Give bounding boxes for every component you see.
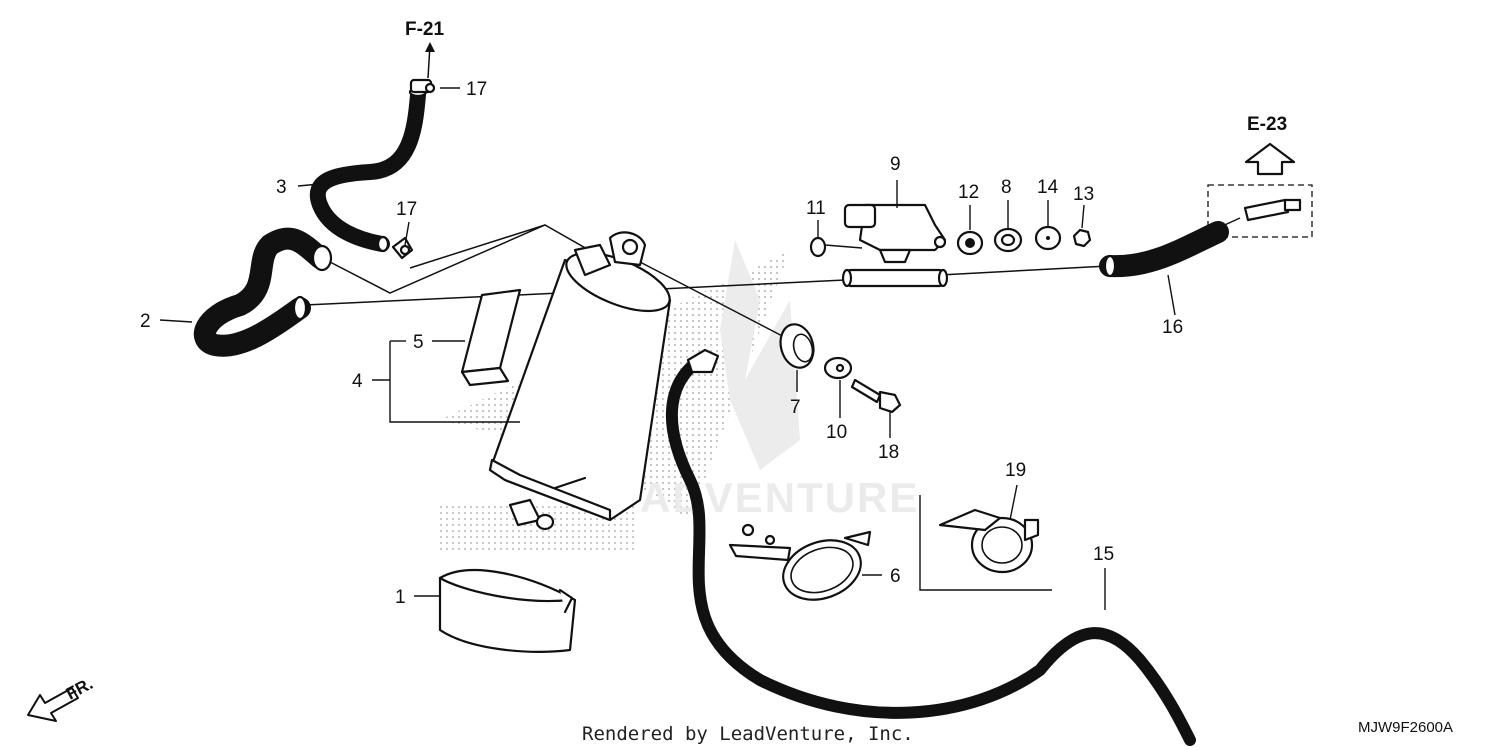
callout-18: 18 xyxy=(878,442,899,463)
callout-7: 7 xyxy=(790,397,801,418)
tube-15 xyxy=(665,348,1196,746)
front-arrow: FR. xyxy=(27,674,96,722)
bolt-18 xyxy=(850,378,902,414)
hose-2 xyxy=(193,227,333,357)
washer-8 xyxy=(993,227,1023,253)
clamp-6 xyxy=(728,523,872,601)
fitting-e23 xyxy=(1243,198,1302,222)
callout-11: 11 xyxy=(806,198,826,219)
nut-13 xyxy=(1072,228,1092,248)
callout-10: 10 xyxy=(826,422,847,443)
canister-4 xyxy=(488,231,672,531)
callout-5: 5 xyxy=(413,332,424,353)
connection-lines xyxy=(304,217,1241,341)
callout-12: 12 xyxy=(958,182,979,203)
callout-15: 15 xyxy=(1093,544,1114,565)
grommet-12 xyxy=(956,230,984,256)
valve-9 xyxy=(841,203,949,288)
footer-rendered-by: Rendered by LeadVenture, Inc. xyxy=(582,723,914,745)
fitting-box xyxy=(1207,184,1313,238)
band-1 xyxy=(438,568,577,653)
watermark-text: ADVENTURE xyxy=(640,474,919,521)
callout-19: 19 xyxy=(1005,460,1026,481)
callout-3: 3 xyxy=(276,177,287,198)
washer-10 xyxy=(823,356,853,380)
callout-8: 8 xyxy=(1001,177,1012,198)
callout-1: 1 xyxy=(395,587,406,608)
hose-16 xyxy=(1099,221,1229,278)
leader-lines xyxy=(159,87,1176,610)
callout-9: 9 xyxy=(890,154,901,175)
callout-2: 2 xyxy=(140,311,151,332)
clamp-17-top xyxy=(409,78,436,94)
clamp-19-frame xyxy=(919,495,1052,591)
ref-up-arrow-outline xyxy=(1244,142,1296,176)
hose-3 xyxy=(310,86,428,253)
clamp-17-mid xyxy=(391,236,414,260)
callout-14: 14 xyxy=(1037,177,1059,198)
callout-17-mid: 17 xyxy=(396,199,417,220)
callout-17-top: 17 xyxy=(466,79,487,100)
bracket-5 xyxy=(460,288,522,387)
callout-16: 16 xyxy=(1162,317,1183,338)
clamp-19 xyxy=(938,508,1040,574)
callout-6: 6 xyxy=(890,566,901,587)
diagram-code: MJW9F2600A xyxy=(1358,719,1453,736)
cap-11 xyxy=(809,236,827,258)
callout-13: 13 xyxy=(1073,184,1094,205)
washer-14 xyxy=(1034,225,1062,251)
callout-4: 4 xyxy=(352,371,363,392)
ref-e23-label: E-23 xyxy=(1247,114,1287,135)
ref-up-arrow xyxy=(425,42,435,79)
ref-f21-label: F-21 xyxy=(405,19,445,40)
grommet-7 xyxy=(779,323,815,369)
